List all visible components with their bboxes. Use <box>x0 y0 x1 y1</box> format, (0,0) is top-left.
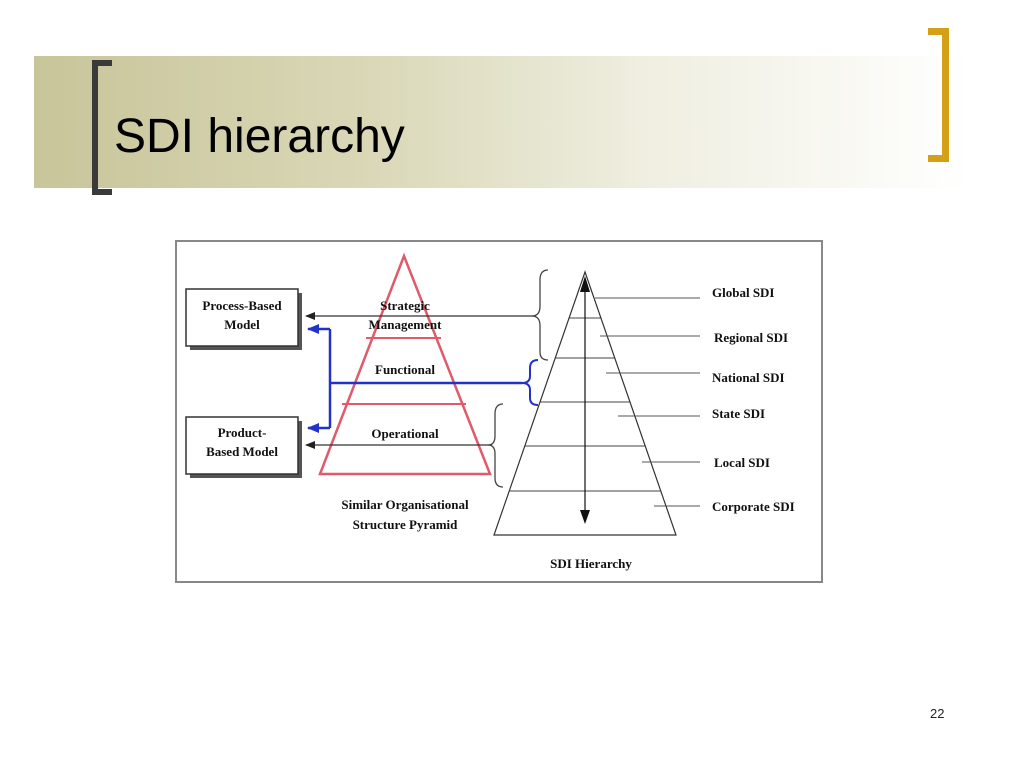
functional-connector <box>307 324 522 433</box>
sdi-pyramid <box>493 270 677 536</box>
sdi-level-regional: Regional SDI <box>714 330 788 345</box>
org-level-functional: Functional <box>375 362 435 377</box>
product-based-model-box: Product- Based Model <box>185 416 302 478</box>
sdi-pyramid-outline <box>493 270 677 536</box>
product-model-label-2: Based Model <box>206 444 278 459</box>
org-pyramid-caption-1: Similar Organisational <box>341 497 469 512</box>
diagram-frame <box>175 240 823 583</box>
process-model-label-1: Process-Based <box>202 298 282 313</box>
org-pyramid-caption-2: Structure Pyramid <box>353 517 459 532</box>
sdi-level-national: National SDI <box>712 370 785 385</box>
org-pyramid-outline <box>318 252 492 476</box>
brace-strategic <box>531 269 549 361</box>
process-model-label-2: Model <box>224 317 260 332</box>
product-model-label-1: Product- <box>218 425 267 440</box>
slide-title: SDI hierarchy <box>114 110 405 163</box>
sdi-leader-lines <box>595 297 700 507</box>
sdi-level-corporate: Corporate SDI <box>712 499 795 514</box>
title-bracket-right <box>928 28 949 162</box>
org-level-strategic-2: Management <box>369 317 443 332</box>
slide-number: 22 <box>930 706 945 721</box>
sdi-level-local: Local SDI <box>714 455 770 470</box>
sdi-pyramid-caption: SDI Hierarchy <box>550 556 632 571</box>
title-band <box>34 56 970 188</box>
process-based-model-box: Process-Based Model <box>185 288 302 350</box>
organisational-pyramid <box>318 252 492 476</box>
org-level-strategic-1: Strategic <box>380 298 430 313</box>
title-bracket-left <box>92 60 112 195</box>
brace-operational <box>487 403 504 488</box>
org-level-operational: Operational <box>371 426 439 441</box>
sdi-level-state: State SDI <box>712 406 765 421</box>
sdi-level-global: Global SDI <box>712 285 775 300</box>
